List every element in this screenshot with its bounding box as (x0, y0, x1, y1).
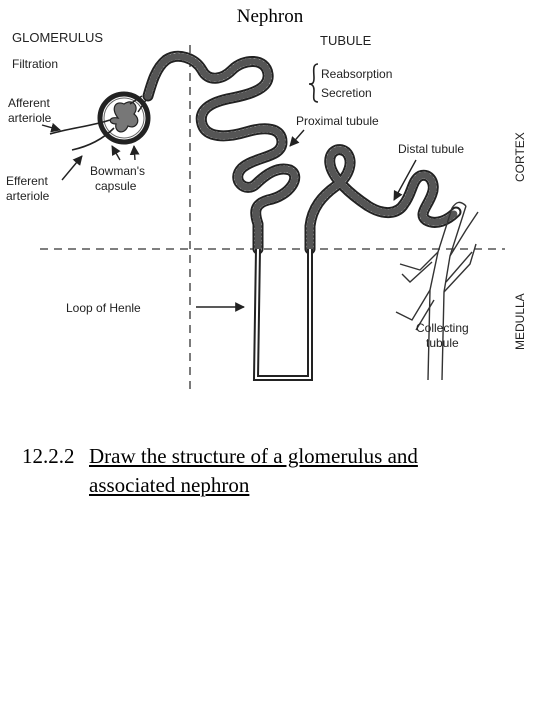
nephron-tubule (142, 50, 462, 255)
label-glomerulus: GLOMERULUS (12, 30, 103, 45)
label-efferent-2: arteriole (6, 189, 50, 203)
label-medulla: MEDULLA (513, 293, 527, 350)
label-filtration: Filtration (12, 57, 58, 71)
afferent-arteriole (49, 119, 111, 135)
label-collecting-1: Collecting (416, 321, 469, 335)
label-bowmans-1: Bowman's (90, 164, 145, 178)
label-proximal: Proximal tubule (296, 114, 379, 128)
label-collecting-2: tubule (426, 336, 459, 350)
efferent-arteriole (71, 127, 115, 151)
slide-title: Nephron (236, 6, 304, 27)
objective-text: Draw the structure of a glomerulus and a… (89, 444, 418, 497)
pointer-arrows (41, 122, 417, 312)
label-bowmans-2: capsule (95, 179, 137, 193)
label-distal: Distal tubule (398, 142, 464, 156)
nephron-diagram: GLOMERULUS Filtration Afferent arteriole… (6, 30, 527, 390)
function-brace (308, 63, 319, 103)
label-efferent-1: Efferent (6, 174, 48, 188)
label-loop-of-henle: Loop of Henle (66, 301, 141, 315)
label-cortex: CORTEX (513, 132, 527, 182)
diagram-labels: GLOMERULUS Filtration Afferent arteriole… (6, 30, 527, 350)
label-afferent-1: Afferent (8, 96, 50, 110)
label-reabsorption: Reabsorption (321, 67, 392, 81)
label-afferent-2: arteriole (8, 111, 52, 125)
label-tubule: TUBULE (320, 33, 372, 48)
collecting-tubule (395, 201, 479, 381)
objective-number: 12.2.2 (22, 444, 75, 468)
loop-of-henle (252, 248, 313, 381)
label-secretion: Secretion (321, 86, 372, 100)
